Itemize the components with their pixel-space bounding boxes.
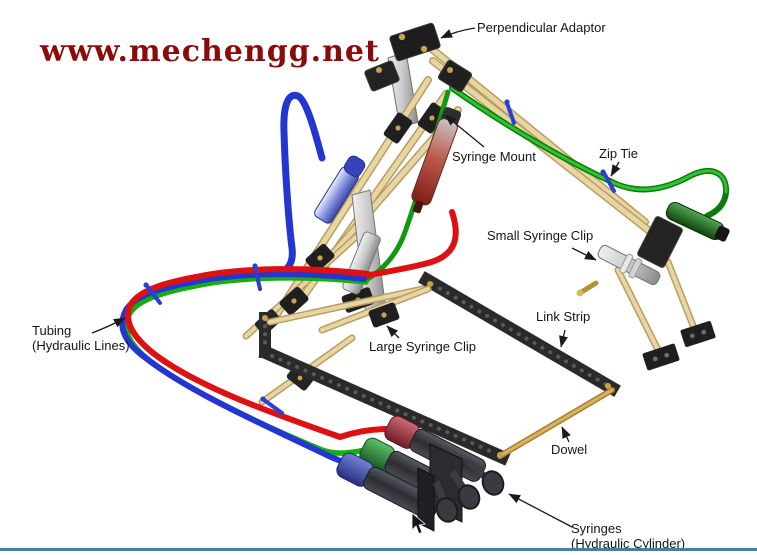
arrow-zip-tie — [610, 161, 621, 177]
red-tube-bundle — [124, 266, 391, 441]
label-perpendicular-adaptor: Perpendicular Adaptor — [477, 20, 606, 35]
label-syringe-mount: Syringe Mount — [452, 149, 536, 164]
label-small-syringe-clip: Small Syringe Clip — [487, 228, 594, 243]
label-syringes-line2: (Hydraulic Cylinder) — [571, 536, 686, 551]
small-syringe-clip-part — [619, 253, 634, 274]
label-tubing-line1: Tubing — [32, 323, 72, 338]
green-tube-bundle — [123, 275, 369, 456]
arrow-small-syringe-clip — [571, 247, 597, 261]
arrow-link-strip — [559, 329, 568, 348]
label-link-strip: Link Strip — [536, 309, 591, 324]
arrow-dowel — [561, 426, 571, 443]
leader-arrows — [91, 27, 621, 528]
label-large-syringe-clip: Large Syringe Clip — [369, 339, 476, 354]
arrow-perpendicular-adaptor — [440, 27, 476, 39]
blue-tube-loop — [266, 91, 326, 281]
red-tube-upper — [363, 209, 459, 279]
cursor-icon — [411, 512, 426, 535]
blue-tube-bundle — [119, 271, 367, 465]
label-dowel: Dowel — [551, 442, 588, 457]
large-syringe-clip-part — [368, 302, 400, 328]
arrow-syringes — [508, 493, 573, 528]
watermark-text: www.mechengg.net — [40, 34, 380, 69]
arrow-large-syringe-clip — [386, 325, 400, 339]
zip-ties — [143, 99, 616, 415]
green-syringe — [665, 201, 730, 242]
perpendicular-adaptor-part — [364, 22, 473, 129]
label-syringes: Syringes (Hydraulic Cylinder) — [571, 521, 685, 551]
footer-divider-bar — [0, 548, 757, 551]
label-zip-tie: Zip Tie — [599, 146, 639, 161]
label-tubing: Tubing (Hydraulic Lines) — [32, 323, 130, 353]
arrow-syringe-mount — [444, 114, 485, 148]
arrow-tubing — [91, 317, 126, 334]
hydraulic-tubing — [119, 91, 616, 465]
syringe-bank — [336, 415, 505, 532]
base-frame — [258, 271, 621, 466]
label-syringes-line1: Syringes — [571, 521, 622, 536]
right-end-effector — [576, 201, 730, 371]
label-tubing-line2: (Hydraulic Lines) — [32, 338, 130, 353]
small-syringe — [597, 245, 661, 285]
